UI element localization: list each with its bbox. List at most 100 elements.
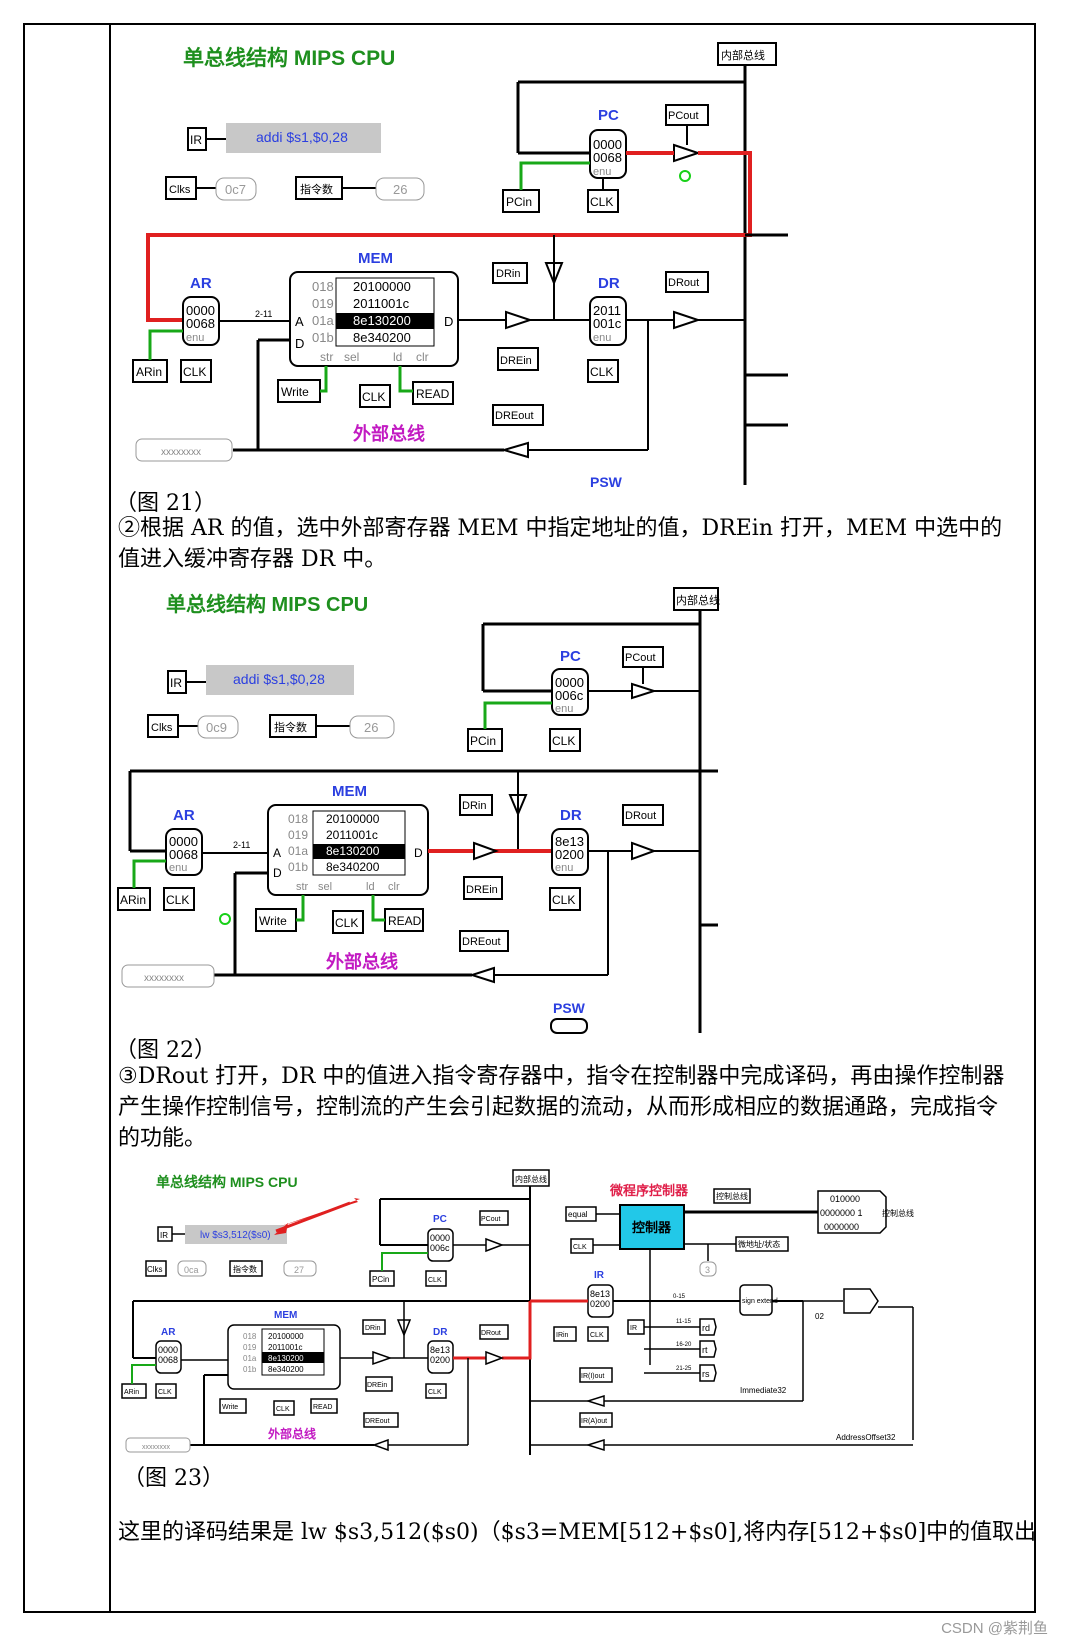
figure-23: 单总线结构 MIPS CPU IR lw $s3,512($s0) Clks 0… — [121, 1169, 914, 1455]
fig23-pc-l1: 0000 — [430, 1233, 450, 1243]
fig22-mem-ctrl: clr — [388, 881, 400, 893]
fig21-dr-title: DR — [598, 275, 620, 292]
fig22-ar-clk: CLK — [166, 893, 189, 907]
fig21-count-value: 26 — [393, 182, 407, 197]
fig21-instruction: addi $s1,$0,28 — [256, 129, 348, 145]
fig22-bus-input: xxxxxxxx — [144, 973, 184, 984]
fig23-control-bus-right: 控制总线 — [882, 1208, 914, 1218]
fig23-controller-label: 控制器 — [632, 1220, 672, 1235]
fig23-split-bits: 11-15 — [676, 1319, 692, 1325]
fig23-ar-register — [155, 1340, 182, 1374]
fig21-title: 单总线结构 MIPS CPU — [183, 46, 395, 70]
fig23-pc-title: PC — [433, 1214, 447, 1225]
fig21-mem-val: 20100000 — [353, 279, 411, 294]
fig22-mem-ctrl: str — [296, 881, 309, 893]
fig22-ar-title: AR — [173, 807, 195, 824]
paragraph-step-2: ②根据 AR 的值，选中外部寄存器 MEM 中指定地址的值，DREin 打开，M… — [118, 516, 1003, 572]
fig23-mem-val: 2011001c — [268, 1343, 303, 1352]
fig22-pc-title: PC — [560, 648, 581, 665]
fig23-external-bus-label: 外部总线 — [268, 1426, 316, 1441]
fig21-drout: DRout — [668, 277, 699, 289]
fig23-ctrl-bits: 0000000 — [824, 1222, 859, 1232]
fig23-mem-clk: CLK — [276, 1406, 290, 1413]
fig21-mem-addr: 019 — [312, 296, 334, 311]
fig23-mem-addr: 019 — [243, 1343, 257, 1352]
fig21-pc-l2: 0068 — [593, 150, 622, 165]
fig22-mem-ctrl: ld — [366, 881, 375, 893]
fig23-irin: IRin — [556, 1332, 569, 1339]
fig22-mem-val-selected: 8e130200 — [326, 844, 380, 858]
fig23-internal-bus-label: 内部总线 — [515, 1174, 547, 1184]
fig22-internal-bus-label: 内部总线 — [676, 593, 720, 607]
fig23-iraout: IR(A)out — [581, 1418, 607, 1425]
fig22-mem-addr: 01a — [288, 844, 308, 858]
fig22-pc-clk: CLK — [552, 734, 575, 748]
fig22-mem-addr: 01b — [288, 860, 308, 874]
fig23-ctrl-bits: 010000 — [830, 1194, 860, 1204]
fig23-instruction: lw $s3,512($s0) — [200, 1230, 271, 1241]
fig22-ar-l3: enu — [169, 862, 187, 874]
fig21-pc-l3: enu — [593, 166, 611, 178]
fig22-title: 单总线结构 MIPS CPU — [166, 592, 368, 616]
fig21-mem-val: 8e340200 — [353, 330, 411, 345]
fig22-mem-clk: CLK — [335, 916, 358, 930]
fig23-read: READ — [313, 1404, 332, 1411]
fig22-dreout: DREout — [462, 936, 501, 948]
fig22-dr-l3: enu — [555, 862, 573, 874]
fig23-clks-label: Clks — [147, 1265, 163, 1274]
fig23-dr-l2: 0200 — [430, 1355, 450, 1365]
fig23-ir-clk: CLK — [590, 1332, 604, 1339]
fig23-pcout: PCout — [481, 1216, 501, 1223]
fig22-mem-addr: 019 — [288, 828, 308, 842]
fig22-mem-val: 2011001c — [326, 828, 378, 842]
fig22-count-value: 26 — [364, 720, 378, 735]
figure-21: 单总线结构 MIPS CPU IR addi $s1,$0,28 Clks 0c… — [132, 42, 788, 490]
fig22-external-bus-label: 外部总线 — [326, 951, 398, 972]
fig23-control-bus-label: 控制总线 — [716, 1191, 748, 1201]
fig22-mem-ctrl: sel — [318, 881, 332, 893]
fig21-dr-l1: 2011 — [593, 303, 621, 318]
fig23-const: 02 — [815, 1312, 824, 1321]
fig21-ar-l1: 0000 — [186, 303, 215, 318]
fig22-dr-l2: 0200 — [555, 847, 584, 862]
fig21-drein: DREin — [500, 355, 532, 367]
fig22-pc-l3: enu — [555, 703, 573, 715]
fig22-instruction-box — [206, 665, 354, 695]
fig22-drin: DRin — [462, 800, 486, 812]
fig23-micro-num: 3 — [705, 1265, 710, 1275]
fig22-pcout: PCout — [625, 652, 656, 664]
fig23-ir-reg-l2: 0200 — [590, 1299, 610, 1309]
fig21-pc-clk: CLK — [590, 195, 613, 209]
fig21-pcin: PCin — [506, 195, 532, 209]
fig23-ar-title: AR — [161, 1327, 176, 1338]
fig21-clks-value: 0c7 — [225, 182, 246, 197]
fig22-dr-l1: 8e13 — [555, 834, 584, 849]
fig22-mem-port-a: A — [273, 846, 281, 860]
caption-23: （图 23） — [123, 1466, 224, 1491]
paragraph-decode-result: 这里的译码结果是 lw $s3,512($s0)（$s3=MEM[512+$s0… — [118, 1520, 1037, 1545]
fig21-ar-l3: enu — [186, 332, 204, 344]
fig23-pc-clk: CLK — [428, 1277, 442, 1284]
fig22-read: READ — [388, 914, 422, 928]
fig22-drein: DREin — [466, 884, 498, 896]
fig21-dr-l3: enu — [593, 332, 611, 344]
fig21-ar-title: AR — [190, 275, 212, 292]
watermark: CSDN @紫荆鱼 — [941, 1620, 1048, 1637]
fig23-field-rd: rd — [702, 1323, 710, 1333]
fig23-ar-clk: CLK — [158, 1389, 172, 1396]
fig23-mem-addr: 01b — [243, 1365, 257, 1374]
fig23-pc-l2: 006c — [430, 1243, 450, 1253]
fig21-mem-val-selected: 8e130200 — [353, 313, 411, 328]
fig23-split-bits: 0-15 — [673, 1294, 686, 1300]
fig21-pc-l1: 0000 — [593, 137, 622, 152]
fig22-clks-value: 0c9 — [206, 720, 227, 735]
fig23-mem-title: MEM — [274, 1310, 297, 1321]
fig21-mem-addr: 01a — [312, 313, 334, 328]
fig22-mem-port-d-out: D — [414, 846, 423, 860]
fig22-mem-val: 20100000 — [326, 812, 380, 826]
fig23-dreout: DREout — [365, 1418, 390, 1425]
fig22-split: 2-11 — [233, 840, 250, 850]
caption-22: （图 22） — [115, 1038, 216, 1063]
fig21-drin: DRin — [496, 268, 520, 280]
table-column-divider — [109, 25, 111, 1611]
